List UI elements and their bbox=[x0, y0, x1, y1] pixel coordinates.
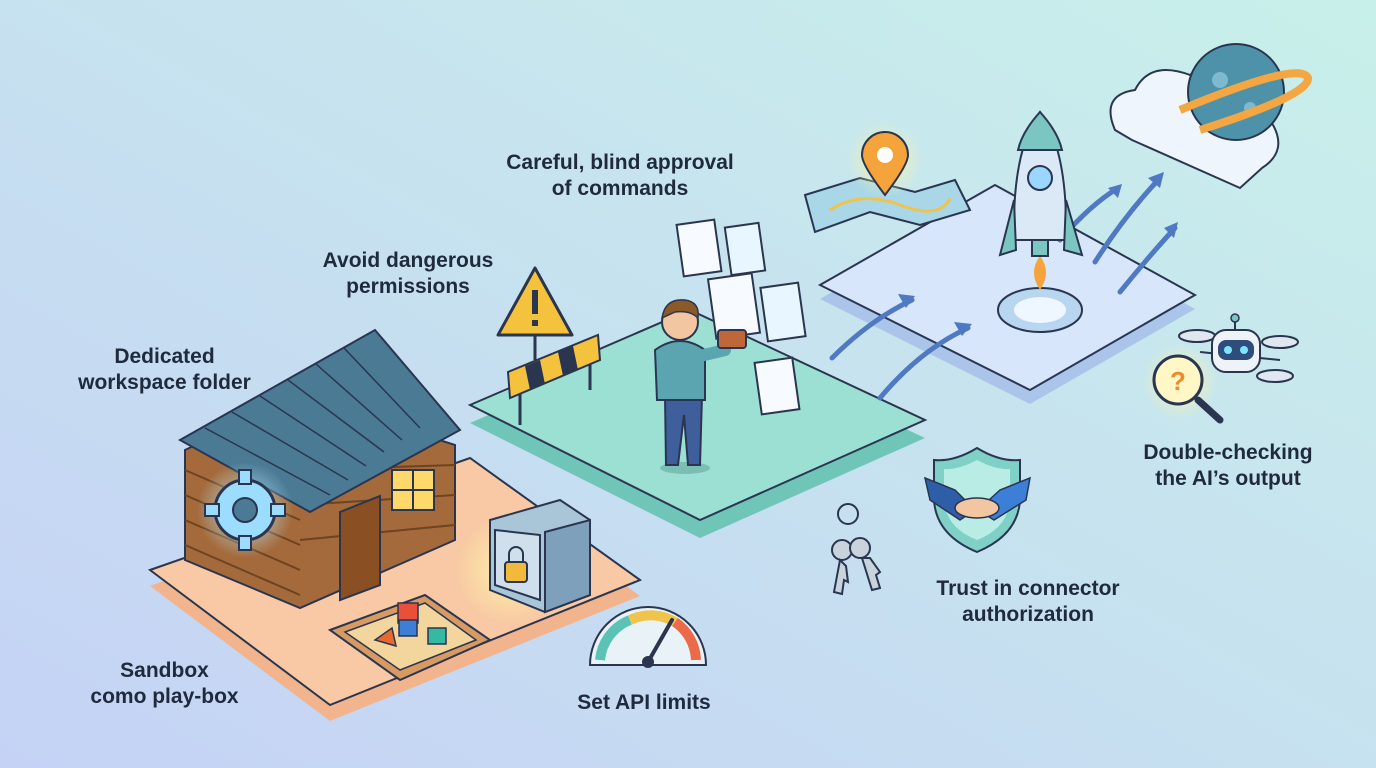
label-sandbox: Sandbox como play-box bbox=[72, 658, 257, 710]
planet-icon bbox=[1178, 43, 1312, 141]
label-avoid-permissions-line1: Avoid dangerous bbox=[322, 249, 494, 272]
map-pin-icon bbox=[803, 122, 972, 234]
label-workspace-folder-line2: workspace folder bbox=[78, 371, 251, 394]
warning-sign-icon bbox=[496, 266, 574, 360]
arrow-icon bbox=[829, 175, 1178, 401]
svg-text:?: ? bbox=[1170, 366, 1186, 396]
label-api-limits: Set API limits bbox=[560, 690, 728, 716]
label-careful-approval-line1: Careful, blind approval bbox=[506, 151, 734, 174]
label-trust-connector-line1: Trust in connector bbox=[936, 577, 1120, 600]
label-trust-connector: Trust in connector authorization bbox=[918, 576, 1138, 628]
label-trust-connector-line2: authorization bbox=[962, 603, 1094, 626]
document-icon bbox=[675, 218, 807, 416]
handshake-shield-icon bbox=[923, 446, 1031, 554]
person-icon bbox=[653, 299, 747, 474]
robot-drone-icon bbox=[1178, 313, 1299, 383]
label-careful-approval: Careful, blind approval of commands bbox=[495, 150, 745, 202]
keys-icon bbox=[831, 503, 882, 596]
label-careful-approval-line2: of commands bbox=[551, 177, 689, 200]
label-sandbox-line2: como play-box bbox=[90, 685, 239, 708]
label-avoid-permissions: Avoid dangerous permissions bbox=[308, 248, 508, 300]
label-double-checking: Double-checking the AI’s output bbox=[1130, 440, 1326, 492]
gear-icon bbox=[197, 462, 293, 558]
label-api-limits-line1: Set API limits bbox=[577, 691, 711, 714]
arrow-heads bbox=[898, 172, 1178, 336]
label-avoid-permissions-line2: permissions bbox=[346, 275, 470, 298]
label-double-checking-line2: the AI’s output bbox=[1155, 467, 1301, 490]
barrier-icon bbox=[506, 333, 602, 425]
label-sandbox-line1: Sandbox bbox=[120, 659, 209, 682]
label-workspace-folder-line1: Dedicated bbox=[114, 345, 215, 368]
rocket-icon bbox=[997, 110, 1084, 333]
label-double-checking-line1: Double-checking bbox=[1143, 441, 1313, 464]
sandbox-icon bbox=[327, 593, 493, 682]
label-workspace-folder: Dedicated workspace folder bbox=[62, 344, 267, 396]
gauge-icon bbox=[588, 606, 708, 668]
magnifier-question-icon: ? bbox=[1142, 344, 1224, 424]
safe-lock-icon bbox=[455, 498, 591, 625]
